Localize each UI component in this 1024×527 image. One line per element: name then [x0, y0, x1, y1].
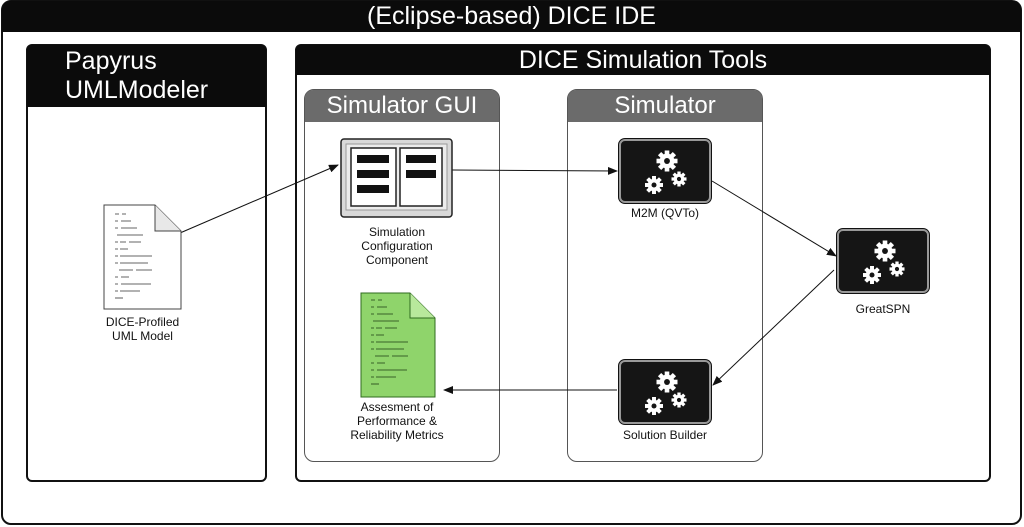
papyrus-title-line1: Papyrus	[65, 47, 157, 75]
greatspn-box	[837, 229, 929, 293]
config-label-line2: Configuration	[361, 239, 433, 253]
sim-gui-title-bar: Simulator GUI	[305, 90, 499, 122]
config-label: Simulation Configuration Component	[327, 225, 467, 267]
uml-model-label-line2: UML Model	[112, 329, 173, 343]
m2m-label: M2M (QVTo)	[630, 206, 699, 220]
results-label-line2: Performance &	[356, 414, 438, 428]
sim-gui-title: Simulator GUI	[326, 92, 478, 119]
simulator-title-bar: Simulator	[568, 90, 762, 122]
gears-icon	[837, 229, 929, 293]
greatspn-label: GreatSPN	[855, 302, 911, 316]
gears-icon	[619, 360, 711, 424]
arrow-config-to-m2m	[451, 166, 618, 175]
uml-model-label: DICE-Profiled UML Model	[70, 315, 215, 343]
solution-builder-label: Solution Builder	[622, 428, 708, 442]
config-label-line3: Component	[365, 253, 429, 267]
results-label-line1: Assesment of	[360, 400, 434, 414]
sim-tools-title: DICE Simulation Tools	[518, 46, 768, 74]
m2m-box	[619, 139, 711, 203]
uml-document-icon	[103, 204, 182, 310]
results-label-line3: Reliability Metrics	[350, 428, 444, 442]
arrow-m2m-to-greatspn	[711, 180, 837, 257]
simulator-title: Simulator	[614, 92, 716, 119]
uml-model-label-line1: DICE-Profiled	[105, 315, 180, 329]
papyrus-title-bar: Papyrus UMLModeler	[27, 45, 266, 107]
gears-icon	[619, 139, 711, 203]
results-label: Assesment of Performance & Reliability M…	[327, 400, 467, 442]
results-document-icon	[360, 292, 436, 398]
config-label-line1: Simulation	[368, 225, 426, 239]
papyrus-title-line2: UMLModeler	[65, 76, 209, 104]
sim-tools-title-bar: DICE Simulation Tools	[296, 45, 990, 75]
config-window-icon	[340, 138, 453, 218]
arrow-uml-to-config	[179, 164, 339, 234]
ide-title-bar: (Eclipse-based) DICE IDE	[2, 1, 1021, 32]
solution-builder-box	[619, 360, 711, 424]
arrow-greatspn-to-solution	[712, 269, 835, 386]
ide-title: (Eclipse-based) DICE IDE	[367, 2, 656, 30]
